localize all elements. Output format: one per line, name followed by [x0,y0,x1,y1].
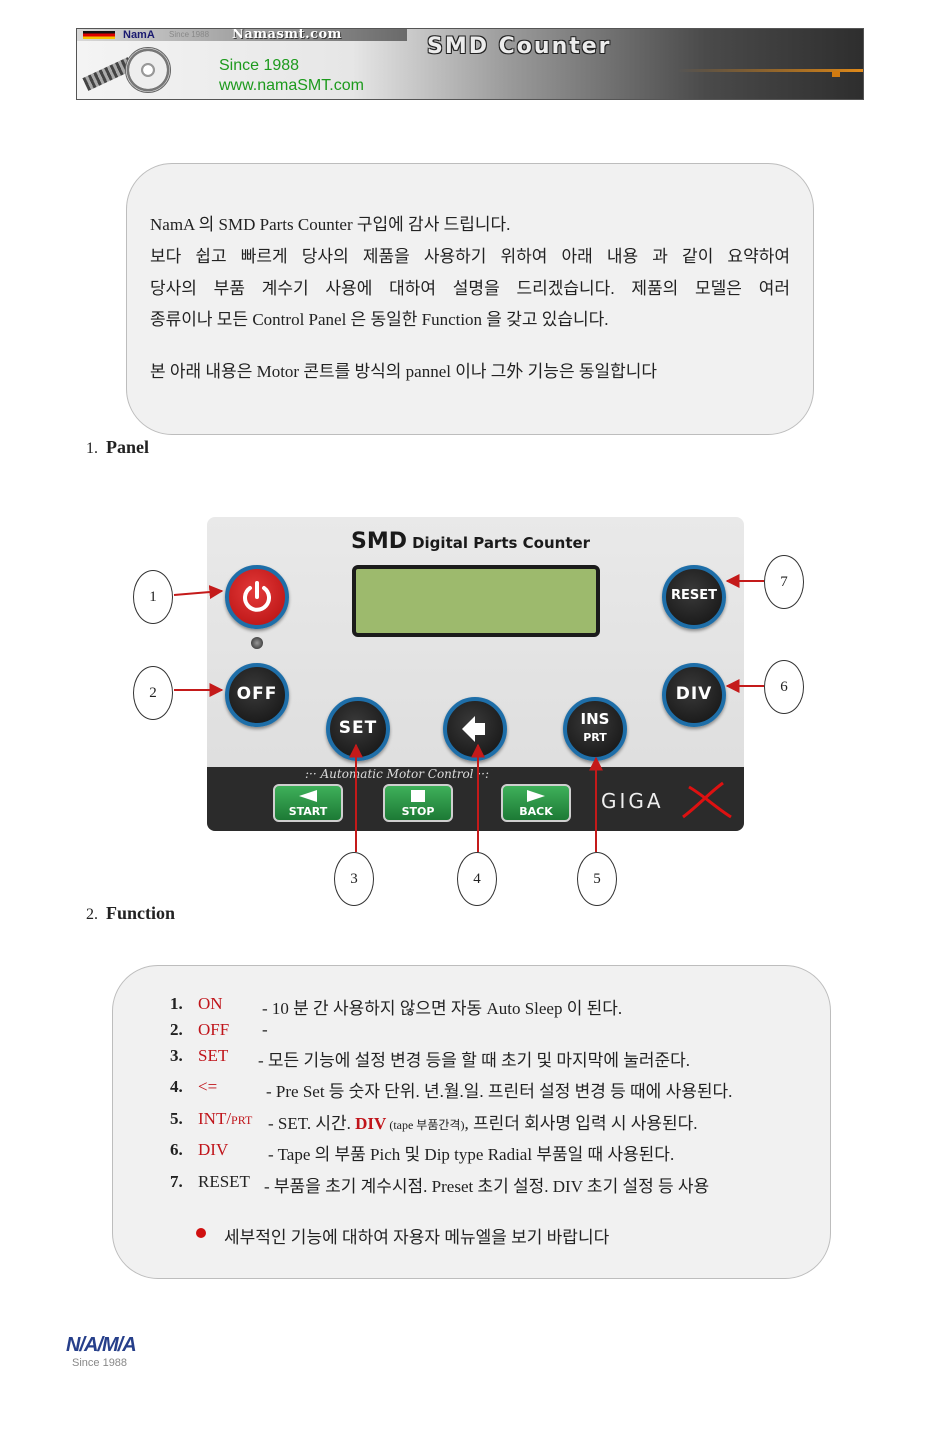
section-function-title: Function [106,903,176,923]
div-button[interactable]: DIV [662,663,726,727]
intro-line-2: 보다 쉽고 빠르게 당사의 제품을 사용하기 위하여 아래 내용 과 같이 요약… [150,247,790,266]
section-panel-num: 1. [86,440,98,457]
stop-label: STOP [401,805,435,818]
function-key-small: PRT [231,1113,253,1127]
function-key: RESET [198,1172,250,1191]
function-desc: - 10 분 간 사용하지 않으면 자동 Auto Sleep 이 된다. [262,999,623,1018]
reel-icon [125,47,171,93]
control-panel: SMD Digital Parts Counter OFF SET INS PR… [207,517,744,831]
function-desc-small: (tape 부품간격) [386,1118,465,1132]
function-box [112,965,831,1279]
off-button[interactable]: OFF [225,663,289,727]
function-num: 2. [170,1020,183,1039]
ins-prt-button[interactable]: INS PRT [563,697,627,761]
banner-title: SMD Counter [427,34,612,59]
function-desc-red: DIV [355,1114,387,1133]
banner-stripe [677,69,863,72]
back-label: BACK [519,805,553,818]
reset-button-label: RESET [670,588,717,603]
intro-line-1: NamA 의 SMD Parts Counter 구입에 감사 드립니다. [150,215,511,234]
flag-icon [83,31,115,39]
section-function-num: 2. [86,906,98,923]
prt-label: PRT [583,731,607,744]
function-key: DIV [198,1140,229,1159]
banner-dot [832,71,840,77]
function-key-main: INT/ [198,1109,232,1128]
callout-7: 7 [764,555,804,609]
function-num: 4. [170,1077,183,1096]
play-icon [299,790,317,802]
banner-site: Namasmt.com [232,28,342,42]
start-button[interactable]: START [273,784,343,822]
off-button-label: OFF [236,684,278,704]
bullet-icon [196,1228,206,1238]
callout-1: 1 [133,570,173,624]
start-label: START [288,805,328,818]
section-panel-title: Panel [106,437,149,457]
function-key: ON [198,994,223,1013]
banner-url: www.namaSMT.com [219,77,364,94]
panel-title-rest: Digital Parts Counter [412,534,591,552]
function-desc: - SET. 시간. DIV (tape 부품간격), 프린더 회사명 입력 시… [268,1109,698,1134]
function-desc: - [262,1020,268,1039]
power-button[interactable] [225,565,289,629]
reverse-icon [527,790,545,802]
section-panel-heading: 1. Panel [86,437,149,458]
panel-title: SMD Digital Parts Counter [351,529,590,554]
back-button[interactable]: BACK [501,784,571,822]
x-logo-icon [682,781,732,819]
automatic-motor-label: :·· Automatic Motor Control ··: [305,767,490,781]
power-icon [243,581,271,612]
banner-brand-since: Since 1988 [169,30,210,39]
lcd-display [352,565,600,637]
section-function-heading: 2. Function [86,903,175,924]
function-note: 세부적인 기능에 대하여 자용자 메뉴엘을 보기 바랍니다 [224,1228,610,1247]
banner-since: Since 1988 [219,57,300,74]
intro-line-3: 당사의 부품 계수기 사용에 대하여 설명을 드리겠습니다. 제품의 모델은 여… [150,279,790,298]
reset-button[interactable]: RESET [662,565,726,629]
function-num: 7. [170,1172,183,1191]
function-num: 3. [170,1046,183,1065]
back-arrow-button[interactable] [443,697,507,761]
panel-title-big: SMD [351,529,407,554]
function-num: 1. [170,994,183,1013]
function-desc-b: , 프린더 회사명 입력 시 사용된다. [464,1114,698,1133]
banner-top-strip [77,29,407,41]
function-desc: - 부품을 초기 계수시점. Preset 초기 설정. DIV 초기 설정 등… [264,1177,710,1196]
intro-box [126,163,814,435]
intro-line-5: 본 아래 내용은 Motor 콘트를 방식의 pannel 이나 그外 기능은 … [150,362,658,381]
intro-line-4: 종류이나 모든 Control Panel 은 동일한 Function 을 갖… [150,310,609,329]
giga-logo: GIGA [601,789,664,813]
arrow-left-icon [462,716,485,742]
callout-4: 4 [457,852,497,906]
callout-3: 3 [334,852,374,906]
callout-2: 2 [133,666,173,720]
function-num: 6. [170,1140,183,1159]
function-key: OFF [198,1020,230,1039]
callout-6: 6 [764,660,804,714]
footer-since: Since 1988 [72,1357,128,1369]
function-key: <= [198,1077,218,1096]
function-key: SET [198,1046,229,1065]
stop-icon [411,790,425,802]
function-desc: - Tape 의 부품 Pich 및 Dip type Radial 부품일 때… [268,1145,675,1164]
function-desc: - Pre Set 등 숫자 단위. 년.월.일. 프린터 설정 변경 등 때에… [266,1082,733,1101]
function-key: INT/PRT [198,1109,252,1129]
div-button-label: DIV [675,684,713,704]
function-desc: - 모든 기능에 설정 변경 등을 할 때 초기 및 마지막에 눌러준다. [258,1051,691,1070]
set-button-label: SET [338,718,378,738]
footer-logo-text: N/A/M/A [66,1334,137,1356]
banner-brand: NamA [123,29,155,41]
ins-label: INS [580,710,610,728]
header-banner: NamA Since 1988 Namasmt.com Since 1988 w… [76,28,864,100]
function-num: 5. [170,1109,183,1128]
function-desc-a: - SET. 시간. [268,1114,356,1133]
footer-logo: N/A/M/A Since 1988 [66,1334,137,1369]
stop-button[interactable]: STOP [383,784,453,822]
screw-icon [251,637,263,649]
callout-5: 5 [577,852,617,906]
